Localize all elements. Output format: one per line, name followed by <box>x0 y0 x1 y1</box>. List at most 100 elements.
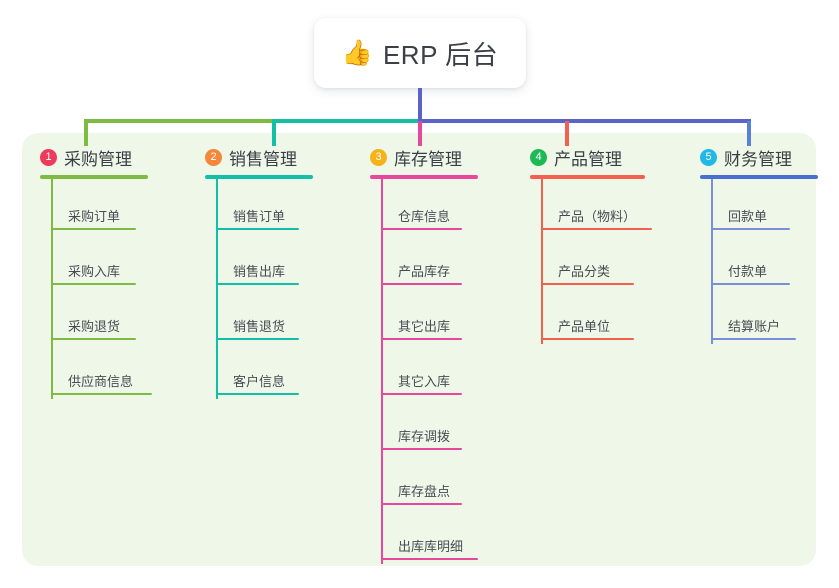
menu-item-label: 销售退货 <box>233 319 286 334</box>
menu-item-rule <box>382 503 462 505</box>
menu-item-label: 客户信息 <box>233 374 286 389</box>
root-node-erp-backend[interactable]: 👍 ERP 后台 <box>314 18 526 88</box>
column-items: 回款单付款单结算账户 <box>700 179 818 344</box>
menu-item[interactable]: 库存调拨 <box>370 399 520 454</box>
menu-item-rule <box>217 393 299 395</box>
menu-item-rule <box>382 448 462 450</box>
menu-item-label: 产品库存 <box>398 264 451 279</box>
menu-item[interactable]: 结算账户 <box>700 289 818 344</box>
column-badge-number: 5 <box>700 148 717 166</box>
menu-item[interactable]: 客户信息 <box>205 344 355 399</box>
menu-item-rule <box>712 338 796 340</box>
column-title: 采购管理 <box>64 149 132 169</box>
column-title: 库存管理 <box>394 149 462 169</box>
thumbs-up-icon: 👍 <box>341 38 373 67</box>
menu-item-rule <box>542 338 634 340</box>
menu-item[interactable]: 采购订单 <box>40 179 190 234</box>
menu-item[interactable]: 供应商信息 <box>40 344 190 399</box>
column-items: 销售订单销售出库销售退货客户信息 <box>205 179 355 399</box>
column-product: 4 产品管理 产品（物料） 产品分类产品单位 <box>530 145 690 344</box>
menu-item-rule <box>217 338 299 340</box>
menu-item-label: 销售出库 <box>233 264 286 279</box>
menu-item[interactable]: 销售退货 <box>205 289 355 344</box>
menu-item-label: 销售订单 <box>233 209 286 224</box>
menu-item[interactable]: 其它入库 <box>370 344 520 399</box>
menu-item[interactable]: 销售出库 <box>205 234 355 289</box>
column-badge-number: 1 <box>40 148 57 166</box>
menu-item[interactable]: 仓库信息 <box>370 179 520 234</box>
column-purchasing: 1 采购管理 采购订单采购入库采购退货供应商信息 <box>40 145 190 399</box>
menu-item[interactable]: 产品分类 <box>530 234 690 289</box>
menu-item-rule <box>382 338 462 340</box>
menu-item-label: 库存调拨 <box>398 429 451 444</box>
menu-item-rule <box>217 283 299 285</box>
categories-panel <box>22 133 816 566</box>
column-header[interactable]: 1 采购管理 <box>40 145 190 169</box>
menu-item-label: 回款单 <box>728 209 768 224</box>
column-title: 销售管理 <box>229 149 297 169</box>
menu-item-label: 付款单 <box>728 264 768 279</box>
menu-item[interactable]: 采购退货 <box>40 289 190 344</box>
column-header[interactable]: 2 销售管理 <box>205 145 355 169</box>
column-header-rule <box>700 175 818 179</box>
column-spine <box>711 179 713 344</box>
menu-item-label: 结算账户 <box>728 319 781 334</box>
menu-item[interactable]: 出库库明细 <box>370 509 520 564</box>
root-node-title: ERP 后台 <box>382 39 499 70</box>
column-header-rule <box>40 175 148 179</box>
menu-item[interactable]: 回款单 <box>700 179 818 234</box>
menu-item-rule <box>217 228 299 230</box>
column-items: 产品（物料） 产品分类产品单位 <box>530 179 690 344</box>
menu-item[interactable]: 其它出库 <box>370 289 520 344</box>
menu-item-rule <box>382 283 462 285</box>
menu-item[interactable]: 产品单位 <box>530 289 690 344</box>
menu-item-label: 其它出库 <box>398 319 451 334</box>
column-spine <box>381 179 383 564</box>
menu-item-rule <box>542 283 634 285</box>
column-header-rule <box>530 175 645 179</box>
menu-item-rule <box>712 283 790 285</box>
column-spine <box>51 179 53 399</box>
menu-item-label: 产品单位 <box>558 319 611 334</box>
column-header[interactable]: 4 产品管理 <box>530 145 690 169</box>
menu-item[interactable]: 采购入库 <box>40 234 190 289</box>
menu-item[interactable]: 销售订单 <box>205 179 355 234</box>
menu-item-rule <box>52 228 136 230</box>
menu-item[interactable]: 库存盘点 <box>370 454 520 509</box>
menu-item-label: 产品分类 <box>558 264 611 279</box>
menu-item-rule <box>52 283 136 285</box>
menu-item-rule <box>382 393 462 395</box>
menu-item[interactable]: 产品（物料） <box>530 179 690 234</box>
column-spine <box>216 179 218 399</box>
column-header-rule <box>205 175 313 179</box>
menu-item[interactable]: 产品库存 <box>370 234 520 289</box>
column-header[interactable]: 3 库存管理 <box>370 145 520 169</box>
column-badge-number: 2 <box>205 148 222 166</box>
column-header-rule <box>370 175 478 179</box>
menu-item-rule <box>382 558 478 560</box>
menu-item-rule <box>542 228 652 230</box>
column-items: 仓库信息产品库存其它出库其它入库库存调拨库存盘点出库库明细 <box>370 179 520 564</box>
menu-item-rule <box>712 228 790 230</box>
menu-item-label: 供应商信息 <box>68 374 134 389</box>
column-spine <box>541 179 543 344</box>
menu-item-label: 其它入库 <box>398 374 451 389</box>
menu-item-label: 采购订单 <box>68 209 121 224</box>
menu-item-rule <box>52 338 136 340</box>
column-title: 产品管理 <box>554 149 622 169</box>
column-badge-number: 3 <box>370 148 387 166</box>
column-header[interactable]: 5 财务管理 <box>700 145 818 169</box>
menu-item-label: 采购入库 <box>68 264 121 279</box>
menu-item-label: 采购退货 <box>68 319 121 334</box>
menu-item-label: 出库库明细 <box>398 539 464 554</box>
column-inventory: 3 库存管理 仓库信息产品库存其它出库其它入库库存调拨库存盘点出库库明细 <box>370 145 520 564</box>
menu-item[interactable]: 付款单 <box>700 234 818 289</box>
menu-item-label: 产品（物料） <box>558 209 637 224</box>
column-items: 采购订单采购入库采购退货供应商信息 <box>40 179 190 399</box>
menu-item-rule <box>52 393 152 395</box>
column-title: 财务管理 <box>724 149 792 169</box>
column-sales: 2 销售管理 销售订单销售出库销售退货客户信息 <box>205 145 355 399</box>
column-badge-number: 4 <box>530 148 547 166</box>
column-finance: 5 财务管理 回款单付款单结算账户 <box>700 145 818 344</box>
